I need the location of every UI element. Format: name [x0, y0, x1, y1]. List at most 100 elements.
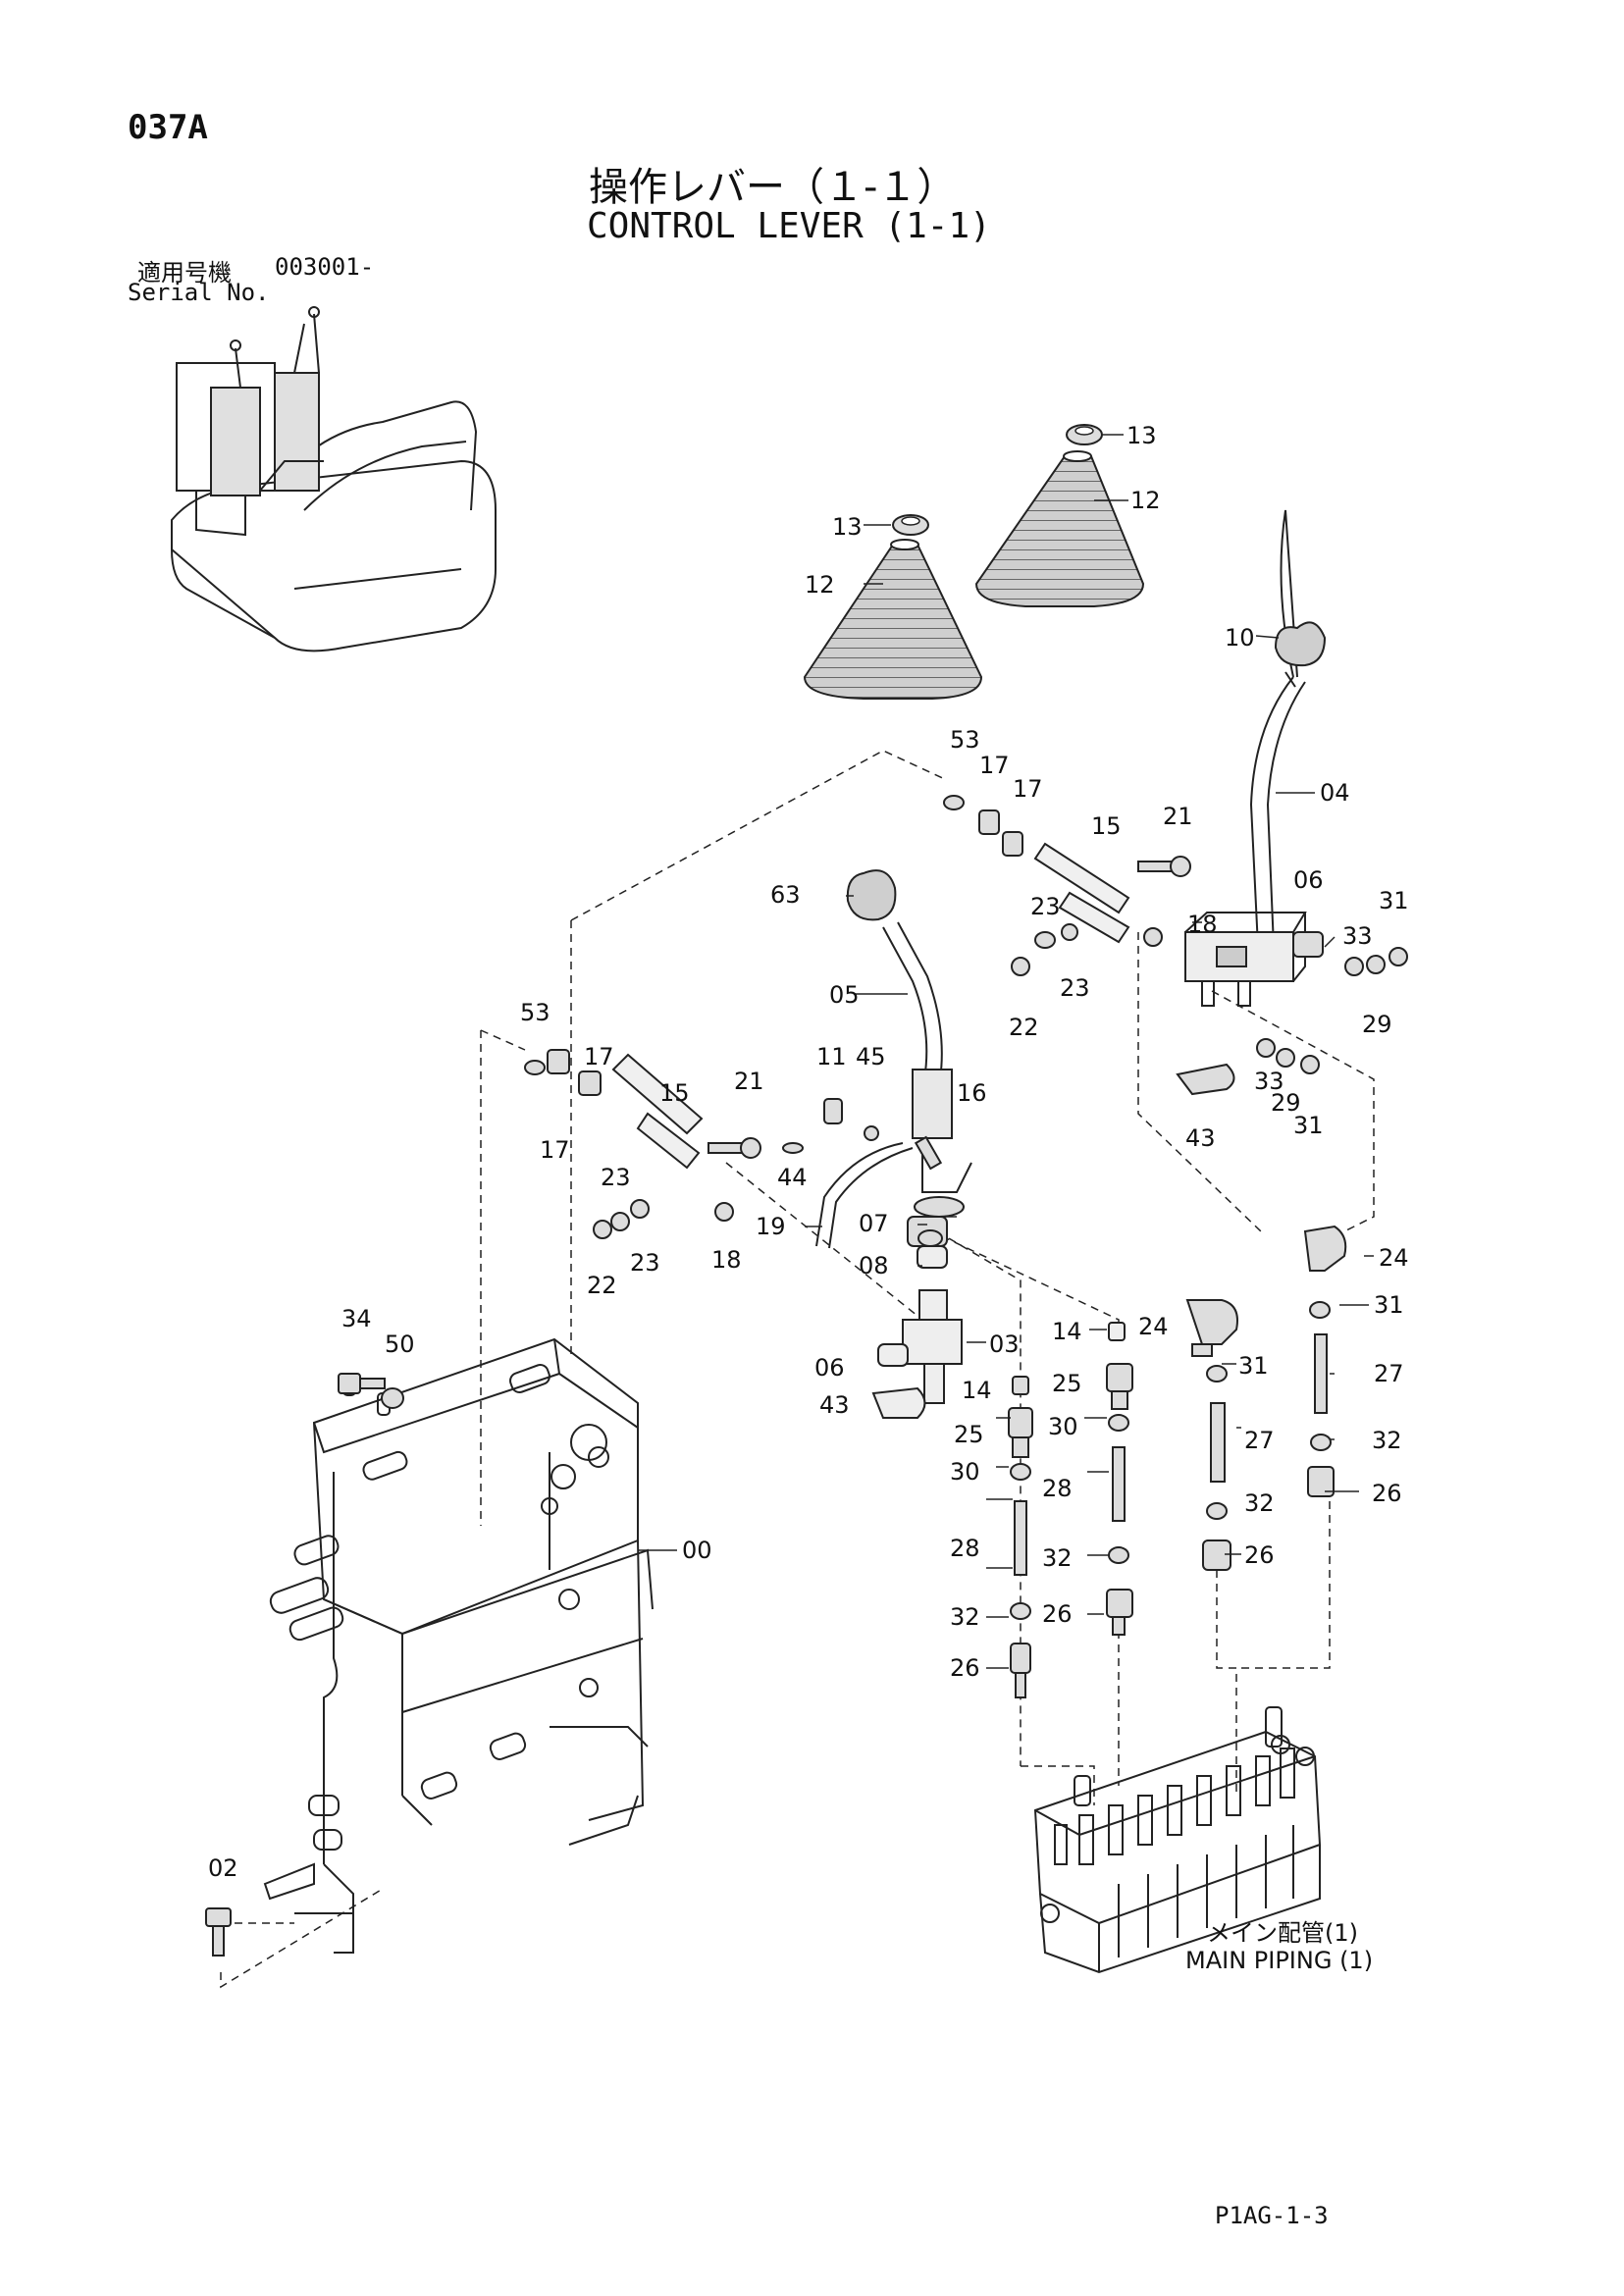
- callout-03: 03: [989, 1331, 1020, 1358]
- callout-12: 12: [1130, 487, 1161, 514]
- callout-50: 50: [385, 1331, 415, 1358]
- fittings-center-column: [1106, 1299, 1238, 1636]
- callout-43: 43: [1185, 1124, 1216, 1152]
- rubber-boot-right: [974, 450, 1145, 607]
- callout-28: 28: [1042, 1475, 1073, 1502]
- callout-00: 00: [682, 1537, 712, 1564]
- callout-33: 33: [1254, 1068, 1284, 1095]
- callout-31: 31: [1293, 1112, 1324, 1139]
- callout-45: 45: [856, 1043, 886, 1070]
- callout-22: 22: [587, 1272, 617, 1299]
- callout-23: 23: [601, 1164, 631, 1191]
- callout-labels: 13 12 13 12 10 04 53 17 17 15 21 06 31 3…: [208, 422, 1409, 1882]
- dashed-leader-lines: [220, 750, 1375, 1989]
- center-assembly: [871, 1245, 1126, 1419]
- callout-05: 05: [829, 981, 860, 1009]
- callout-25: 25: [1052, 1370, 1082, 1397]
- callout-23: 23: [1060, 974, 1090, 1002]
- knob-63: [846, 869, 897, 921]
- callout-32: 32: [950, 1603, 980, 1631]
- callout-04: 04: [1320, 779, 1350, 807]
- callout-leader-lines: [638, 434, 1374, 1669]
- callout-14: 14: [1052, 1318, 1082, 1345]
- callout-34: 34: [341, 1305, 372, 1332]
- control-lever-right: [1184, 509, 1307, 1007]
- control-lever-left: [815, 921, 972, 1249]
- callout-10: 10: [1225, 624, 1255, 652]
- callout-26: 26: [950, 1654, 980, 1682]
- frame-bracket-00: [263, 1337, 654, 1954]
- title-japanese: 操作レバー（１-１）: [589, 165, 957, 210]
- callout-32: 32: [1042, 1544, 1073, 1572]
- callout-27: 27: [1374, 1360, 1404, 1387]
- callout-31: 31: [1379, 887, 1409, 914]
- callout-43: 43: [819, 1391, 850, 1419]
- callout-17: 17: [584, 1043, 614, 1070]
- callout-18: 18: [1187, 911, 1218, 938]
- callout-08: 08: [859, 1252, 889, 1279]
- callout-17: 17: [1013, 775, 1043, 803]
- serial-label-japanese: 適用号機: [137, 259, 232, 287]
- callout-18: 18: [711, 1246, 742, 1274]
- callout-33: 33: [1342, 922, 1373, 950]
- callout-32: 32: [1244, 1489, 1275, 1517]
- callout-30: 30: [1048, 1413, 1078, 1440]
- callout-17: 17: [979, 752, 1010, 779]
- callout-53: 53: [950, 726, 980, 754]
- callout-31: 31: [1374, 1291, 1404, 1319]
- callout-19: 19: [756, 1213, 786, 1240]
- main-piping-label-english: MAIN PIPING (1): [1185, 1947, 1374, 1974]
- title-english: CONTROL LEVER (1-1): [587, 206, 991, 246]
- serial-label-english: Serial No.: [128, 279, 270, 306]
- callout-21: 21: [734, 1068, 764, 1095]
- callout-06: 06: [814, 1354, 845, 1382]
- callout-63: 63: [770, 881, 801, 909]
- serial-value: 003001-: [275, 253, 375, 281]
- grommet-left: [892, 514, 929, 536]
- callout-26: 26: [1244, 1541, 1275, 1569]
- callout-24: 24: [1138, 1313, 1169, 1340]
- callout-28: 28: [950, 1535, 980, 1562]
- callout-26: 26: [1372, 1480, 1402, 1507]
- callout-13: 13: [1126, 422, 1157, 449]
- callout-30: 30: [950, 1458, 980, 1486]
- overview-inset-illustration: [171, 306, 497, 652]
- callout-29: 29: [1271, 1089, 1301, 1117]
- hardware-upper-right: [943, 795, 1408, 1096]
- hardware-upper-left: [524, 1049, 948, 1247]
- callout-13: 13: [832, 513, 863, 541]
- callout-06: 06: [1293, 866, 1324, 894]
- callout-12: 12: [805, 571, 835, 599]
- knob-10: [1274, 621, 1327, 667]
- page-code: 037A: [128, 108, 208, 147]
- callout-15: 15: [1091, 812, 1122, 840]
- callout-15: 15: [659, 1079, 690, 1107]
- callout-27: 27: [1244, 1427, 1275, 1454]
- control-valve-block: [1033, 1706, 1322, 1974]
- callout-24: 24: [1379, 1244, 1409, 1272]
- fittings-left-column: [1008, 1376, 1033, 1698]
- page-reference: P1AG-1-3: [1215, 2202, 1329, 2229]
- callout-26: 26: [1042, 1600, 1073, 1628]
- callout-21: 21: [1163, 803, 1193, 830]
- rubber-boot-left: [803, 539, 983, 700]
- callout-11: 11: [816, 1043, 847, 1070]
- bolts-left: [205, 1373, 404, 1957]
- callout-29: 29: [1362, 1011, 1392, 1038]
- callout-23: 23: [630, 1249, 660, 1277]
- callout-17: 17: [540, 1136, 570, 1164]
- fittings-right-columns: [1202, 1225, 1347, 1571]
- callout-53: 53: [520, 999, 550, 1026]
- callout-07: 07: [859, 1210, 889, 1237]
- callout-32: 32: [1372, 1427, 1402, 1454]
- main-piping-label-japanese: メイン配管(1): [1207, 1919, 1358, 1947]
- grommet-right: [1066, 424, 1103, 445]
- callout-31: 31: [1238, 1352, 1269, 1380]
- callout-44: 44: [777, 1164, 808, 1191]
- callout-16: 16: [957, 1079, 987, 1107]
- callout-14: 14: [962, 1377, 992, 1404]
- callout-22: 22: [1009, 1014, 1039, 1041]
- callout-02: 02: [208, 1854, 238, 1882]
- callout-25: 25: [954, 1421, 984, 1448]
